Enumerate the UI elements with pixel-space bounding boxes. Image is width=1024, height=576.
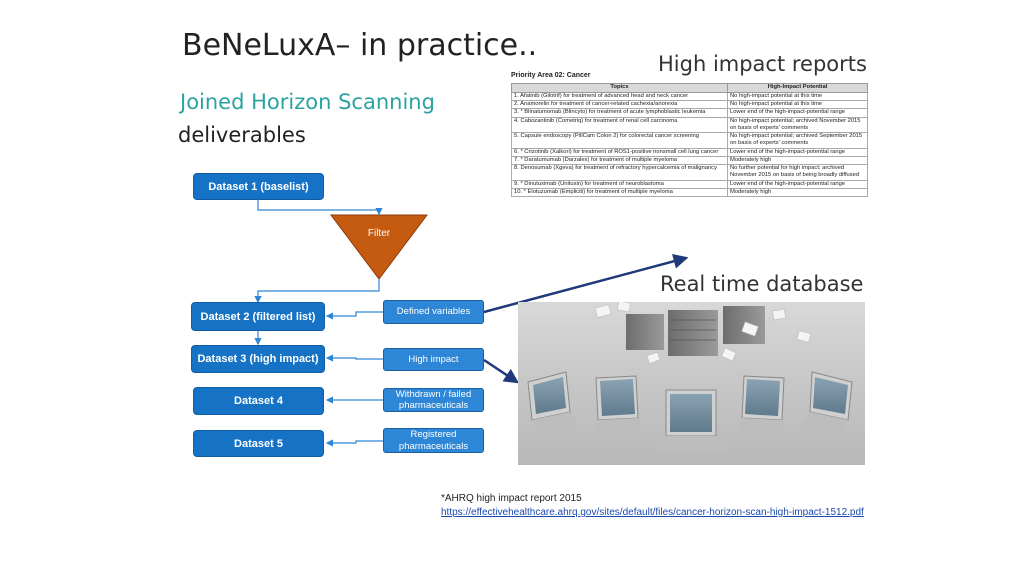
table-row: 10. * Elotuzumab (Empliciti) for treatme… [511, 187, 868, 198]
row-potential: Lower end of the high-impact-potential r… [727, 179, 868, 189]
slide-subtitle-deliverables: deliverables [178, 123, 306, 147]
laptop-icon [654, 389, 728, 452]
laptop-icon [594, 375, 644, 434]
table-row: 6. * Crizotinib (Xalkori) for treatment … [511, 147, 868, 157]
table-row: 8. Denosumab (Xgeva) for treatment of re… [511, 164, 868, 181]
registered-pharmaceuticals-box: Registered pharmaceuticals [383, 428, 484, 453]
slide-title: BeNeLuxA– in practice.. [182, 28, 538, 63]
report-table: Topics High-Impact Potential 1. Afatinib… [511, 83, 868, 198]
connector-var4-ds5 [325, 439, 383, 447]
report-heading: Priority Area 02: Cancer [511, 72, 591, 79]
row-potential: Moderately high [727, 155, 868, 166]
real-time-database-label: Real time database [660, 272, 864, 296]
table-row: 4. Cabozantinib (Cometriq) for treatment… [511, 116, 868, 134]
high-impact-box: High impact [383, 348, 484, 371]
database-illustration [518, 302, 865, 465]
row-topic: 1. Afatinib (Gilotrif) for treatment of … [511, 91, 728, 102]
footer-source-link[interactable]: https://effectivehealthcare.ahrq.gov/sit… [441, 507, 864, 518]
row-potential: No high-impact potential at this time [727, 91, 868, 102]
row-potential: Lower end of the high-impact-potential r… [727, 147, 868, 157]
database-illustration-art [527, 302, 853, 452]
row-potential: No further potential for high impact; ar… [727, 164, 868, 181]
footer-source-note: *AHRQ high impact report 2015 [441, 493, 582, 504]
row-topic: 4. Cabozantinib (Cometriq) for treatment… [511, 116, 728, 134]
connector-ds1-filter [257, 200, 383, 216]
row-topic: 9. * Dinutuximab (Unituxin) for treatmen… [511, 179, 728, 189]
dataset-5-box: Dataset 5 [193, 430, 324, 457]
dataset-4-box: Dataset 4 [193, 387, 324, 415]
arrow-to-database [483, 358, 520, 384]
dataset-3-box: Dataset 3 (high impact) [191, 345, 325, 373]
slide-subtitle: Joined Horizon Scanning [180, 90, 435, 114]
row-topic: 10. * Elotuzumab (Empliciti) for treatme… [511, 187, 728, 198]
report-col-topics: Topics [511, 83, 728, 93]
high-impact-reports-label: High impact reports [658, 52, 867, 76]
row-topic: 6. * Crizotinib (Xalkori) for treatment … [511, 147, 728, 157]
withdrawn-failed-box: Withdrawn / failed pharmaceuticals [383, 388, 484, 412]
filter-triangle [330, 214, 428, 280]
table-row: 2. Anamorelin for treatment of cancer-re… [511, 100, 868, 110]
table-row: 5. Capsule endoscopy (PillCam Colon 2) f… [511, 132, 868, 149]
report-col-potential: High-Impact Potential [727, 83, 868, 93]
row-potential: Lower end of the high-impact-potential r… [727, 108, 868, 118]
laptop-icon [802, 371, 853, 434]
filter-label: Filter [368, 228, 391, 239]
defined-variables-box: Defined variables [383, 300, 484, 324]
row-topic: 2. Anamorelin for treatment of cancer-re… [511, 100, 728, 110]
dataset-1-box: Dataset 1 (baselist) [193, 173, 324, 200]
table-row: 9. * Dinutuximab (Unituxin) for treatmen… [511, 179, 868, 189]
dataset-2-box: Dataset 2 (filtered list) [191, 302, 325, 331]
table-row: 7. * Daratumumab (Darzalex) for treatmen… [511, 155, 868, 166]
server-rack-icon [626, 306, 765, 356]
row-potential: No high-impact potential at this time [727, 100, 868, 110]
table-row: 1. Afatinib (Gilotrif) for treatment of … [511, 91, 868, 102]
laptop-icon [527, 371, 580, 436]
connector-var1-ds2 [325, 311, 383, 320]
laptop-icon [738, 375, 788, 434]
row-topic: 7. * Daratumumab (Darzalex) for treatmen… [511, 155, 728, 166]
row-topic: 8. Denosumab (Xgeva) for treatment of re… [511, 164, 728, 181]
connector-filter-ds2 [254, 279, 380, 304]
row-topic: 5. Capsule endoscopy (PillCam Colon 2) f… [511, 132, 728, 149]
row-topic: 3. * Blinatumomab (Blincyto) for treatme… [511, 108, 728, 118]
flying-documents-icon [594, 302, 812, 364]
row-potential: No high-impact potential; archived Septe… [727, 132, 868, 149]
row-potential: No high-impact potential; archived Novem… [727, 116, 868, 134]
connector-var2-ds3 [325, 354, 383, 362]
row-potential: Moderately high [727, 187, 868, 198]
table-row: 3. * Blinatumomab (Blincyto) for treatme… [511, 108, 868, 118]
high-impact-report-table: Priority Area 02: Cancer Topics High-Imp… [511, 72, 868, 258]
